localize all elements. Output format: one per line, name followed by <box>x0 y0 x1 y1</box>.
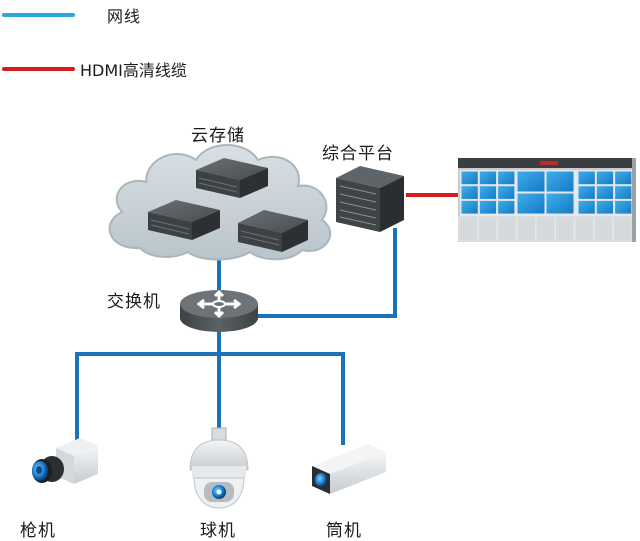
wall-base-panel <box>612 216 633 242</box>
wall-base-panel <box>593 216 614 242</box>
wall-base-panel <box>555 216 575 242</box>
legend-network-swatch <box>2 13 75 17</box>
wall-base-panels <box>458 216 633 242</box>
wall-screen-tile <box>545 192 575 215</box>
wall-base-panel <box>458 216 479 242</box>
speed-dome-label: 球机 <box>200 521 236 541</box>
wall-base-panel <box>477 216 498 242</box>
switch-label: 交换机 <box>107 292 161 312</box>
wall-screen-tile <box>460 170 479 186</box>
switch-icon <box>180 289 258 332</box>
wall-screen-tile <box>595 199 615 215</box>
wall-base-panel <box>535 216 556 242</box>
wall-screen-tile <box>497 185 516 200</box>
platform-label: 综合平台 <box>322 144 394 164</box>
box-camera-label: 枪机 <box>20 521 56 541</box>
legend-hdmi-label: HDMI高清线缆 <box>80 61 187 80</box>
wall-screen-tile <box>577 185 596 200</box>
wall-screen-tile <box>497 170 516 186</box>
wall-screen-tile <box>516 170 546 193</box>
wall-screen-tile <box>577 199 596 215</box>
tube-camera-label: 筒机 <box>326 521 362 541</box>
tube-camera-icon <box>312 444 386 494</box>
wall-screen-tile <box>595 170 615 186</box>
wall-screen-tile <box>614 185 633 200</box>
wall-screens <box>460 170 633 215</box>
storage-server-3 <box>238 210 308 252</box>
video-wall-icon <box>458 158 636 242</box>
legend-hdmi-swatch <box>2 67 75 71</box>
storage-server-1 <box>196 158 268 198</box>
box-camera-icon <box>32 438 98 484</box>
wall-screen-tile <box>460 185 479 200</box>
wall-screen-tile <box>497 199 516 215</box>
link-bus <box>75 352 345 445</box>
wall-screen-tile <box>478 170 498 186</box>
network-links <box>75 228 397 445</box>
wall-screen-tile <box>516 192 546 215</box>
wall-base-panel <box>574 216 595 242</box>
cloud-storage-label: 云存储 <box>191 126 245 146</box>
wall-screen-tile <box>478 199 498 215</box>
wall-screen-tile <box>478 185 498 200</box>
wall-screen-tile <box>614 170 633 186</box>
legend-network-label: 网线 <box>107 7 142 26</box>
link-platform-switch <box>255 228 397 318</box>
wall-base-panel <box>516 216 537 242</box>
speed-dome-icon <box>189 427 249 509</box>
server-rack-icon <box>336 166 404 232</box>
wall-base-panel <box>497 216 517 242</box>
storage-server-2 <box>148 200 220 240</box>
wall-screen-tile <box>545 170 575 193</box>
wall-screen-tile <box>460 199 479 215</box>
cloud-storage-icon <box>108 144 332 261</box>
wall-screen-tile <box>595 185 615 200</box>
wall-logo <box>540 161 558 165</box>
wall-screen-tile <box>577 170 596 186</box>
wall-screen-tile <box>614 199 633 215</box>
